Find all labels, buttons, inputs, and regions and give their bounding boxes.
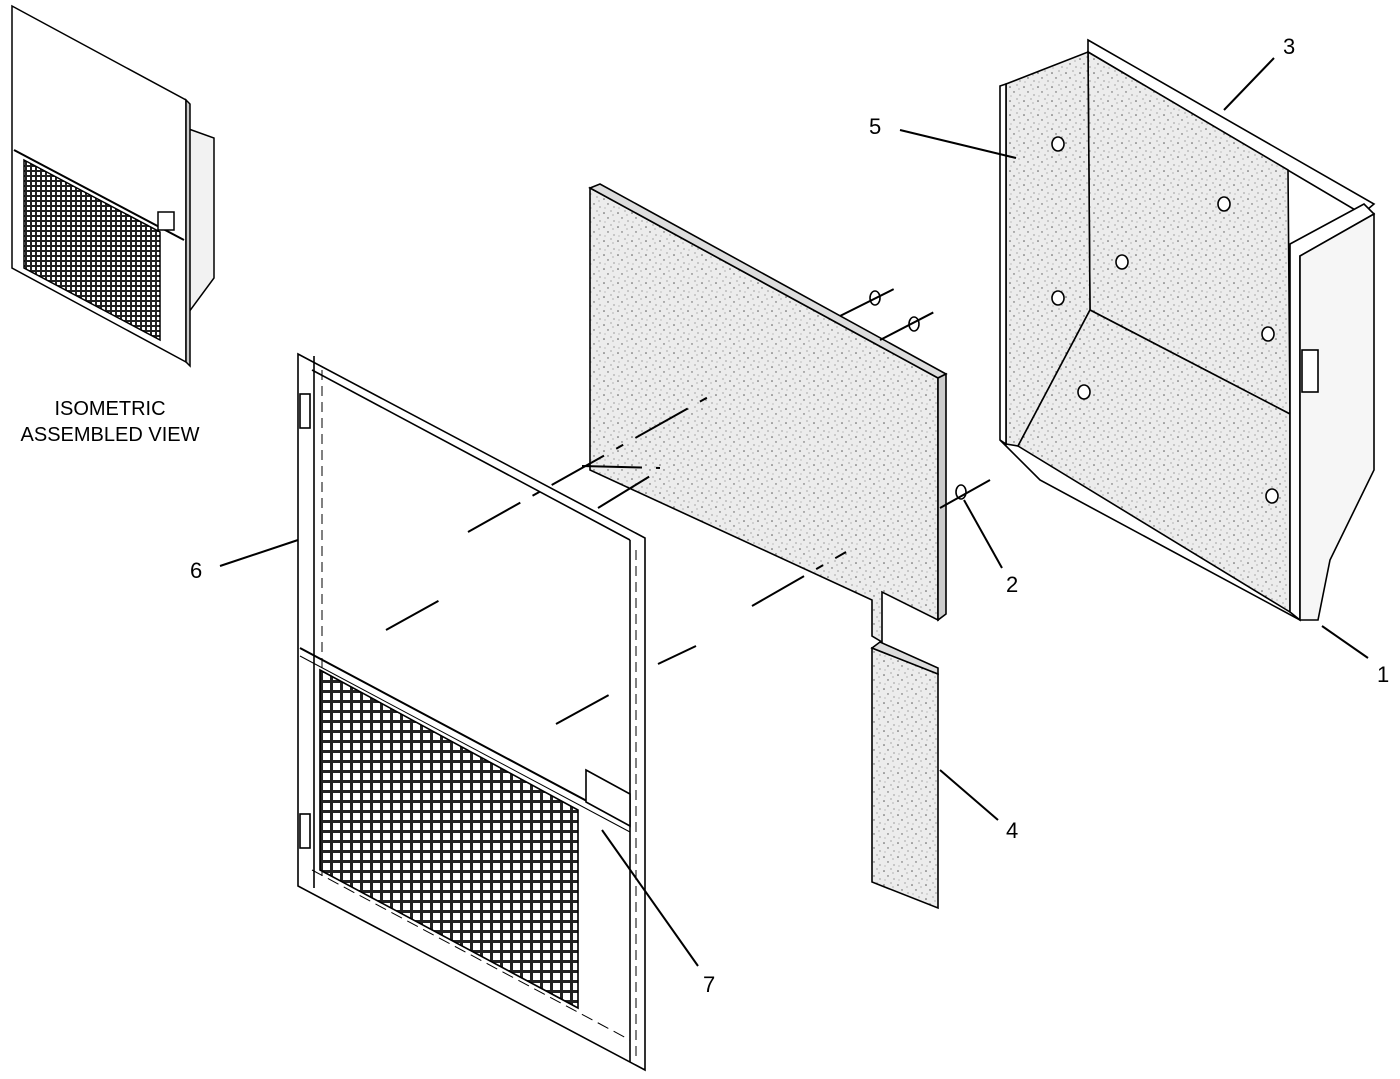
leader-2 — [963, 499, 1003, 569]
callout-5: 5 — [869, 114, 882, 139]
leader-4 — [939, 769, 999, 821]
callout-6: 6 — [190, 558, 203, 583]
rear-cabinet — [999, 38, 1376, 622]
isometric-assembled-view — [11, 4, 215, 368]
explosion-lines — [385, 285, 991, 725]
front-door-panel — [297, 352, 646, 1072]
leader-7 — [601, 829, 699, 967]
leader-5 — [899, 129, 1017, 159]
callout-7: 7 — [703, 972, 716, 997]
iso-view-caption: ISOMETRIC ASSEMBLED VIEW — [0, 396, 220, 448]
callout-1: 1 — [1377, 662, 1390, 687]
callout-3: 3 — [1283, 34, 1296, 59]
iso-caption-line1: ISOMETRIC — [54, 398, 166, 420]
callout-4: 4 — [1006, 818, 1019, 843]
insulation-panel — [588, 183, 948, 644]
callout-2: 2 — [1006, 572, 1019, 597]
foam-strip — [870, 641, 939, 910]
leader-1 — [1321, 625, 1369, 659]
iso-caption-line2: ASSEMBLED VIEW — [20, 424, 200, 446]
leader-6 — [219, 539, 299, 567]
leader-3 — [1223, 57, 1275, 111]
leader-lines — [219, 57, 1369, 967]
